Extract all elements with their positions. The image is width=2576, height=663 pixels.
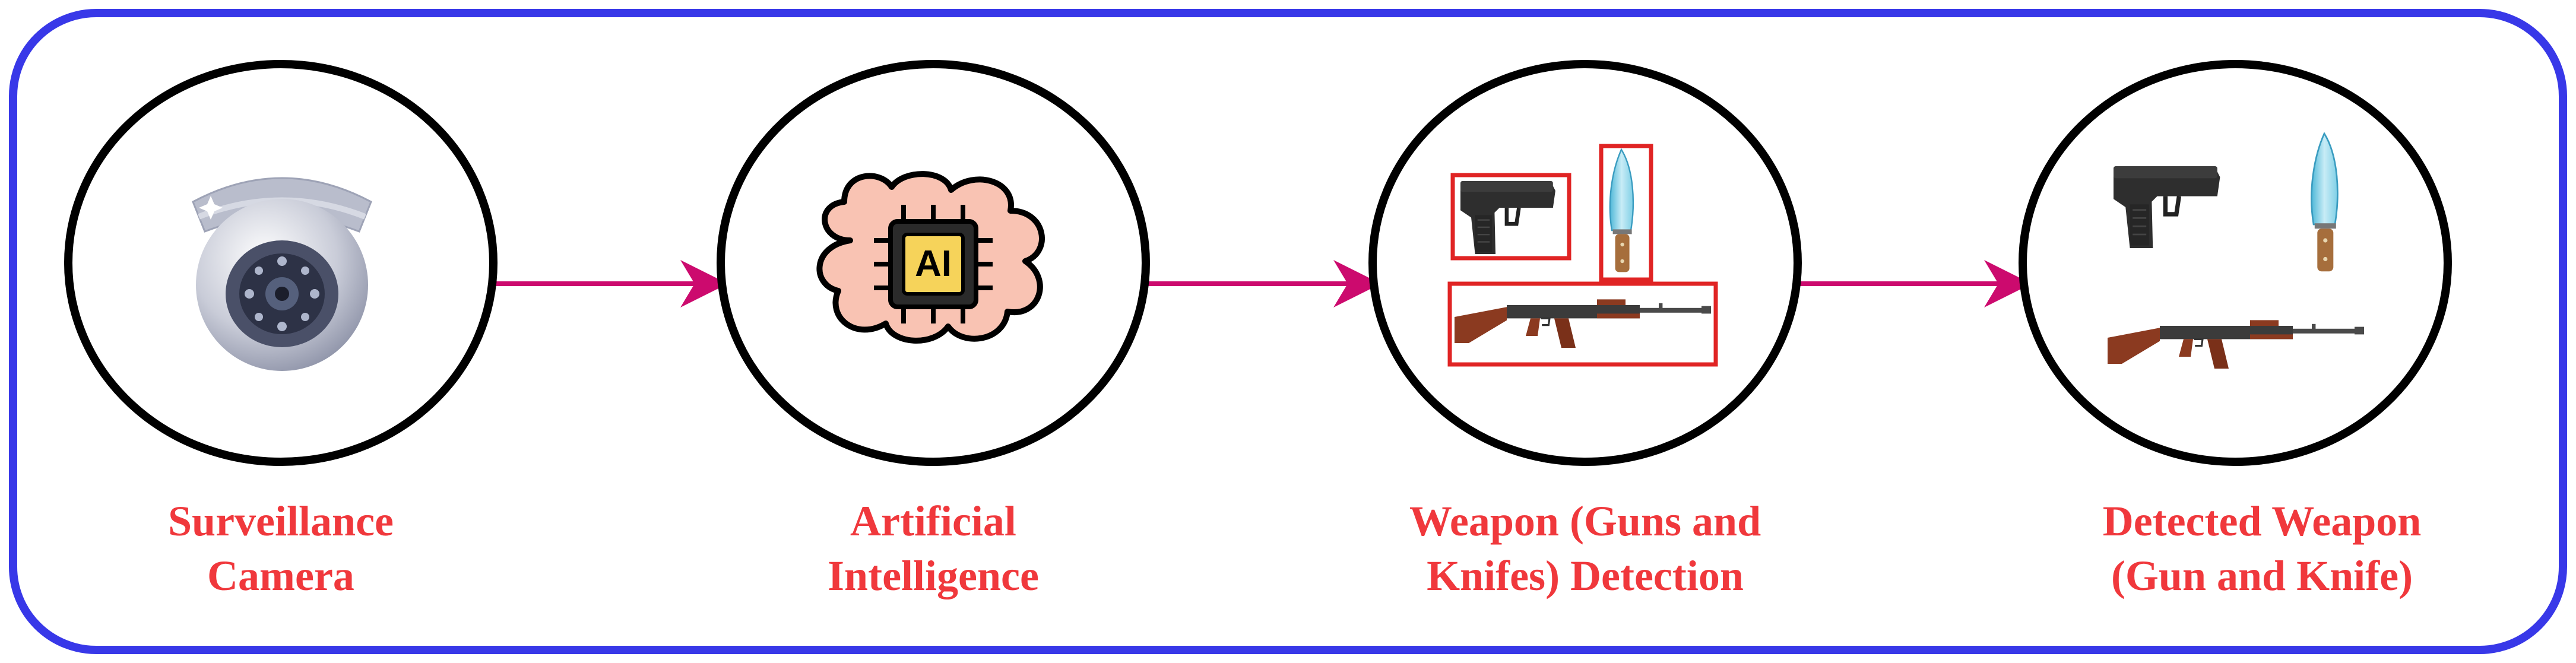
security-camera-icon [192, 177, 372, 371]
step-circle-result [2019, 60, 2452, 466]
label-line: Surveillance [168, 497, 394, 545]
weapon-detection-icon [1447, 144, 1718, 367]
pistol-detection-box [1450, 173, 1571, 261]
label-line: Camera [207, 552, 354, 599]
ai-chip-brain-icon: AI [816, 171, 1045, 344]
label-surveillance-camera: Surveillance Camera [55, 494, 506, 603]
diagram-border [9, 9, 2567, 654]
label-line: (Gun and Knife) [2111, 552, 2413, 599]
label-detected-weapon: Detected Weapon (Gun and Knife) [2036, 494, 2488, 603]
label-weapon-detection: Weapon (Guns and Knifes) Detection [1360, 494, 1811, 603]
knife-detection-box [1599, 144, 1653, 282]
ai-chip-text: AI [915, 243, 952, 284]
label-line: Detected Weapon [2102, 497, 2422, 545]
rifle-detection-box [1447, 281, 1718, 367]
label-line: Weapon (Guns and [1409, 497, 1761, 545]
label-line: Artificial [850, 497, 1016, 545]
label-line: Knifes) Detection [1427, 552, 1744, 599]
step-circle-detection [1368, 60, 1802, 466]
label-artificial-intelligence: Artificial Intelligence [708, 494, 1159, 603]
label-line: Intelligence [828, 552, 1039, 599]
